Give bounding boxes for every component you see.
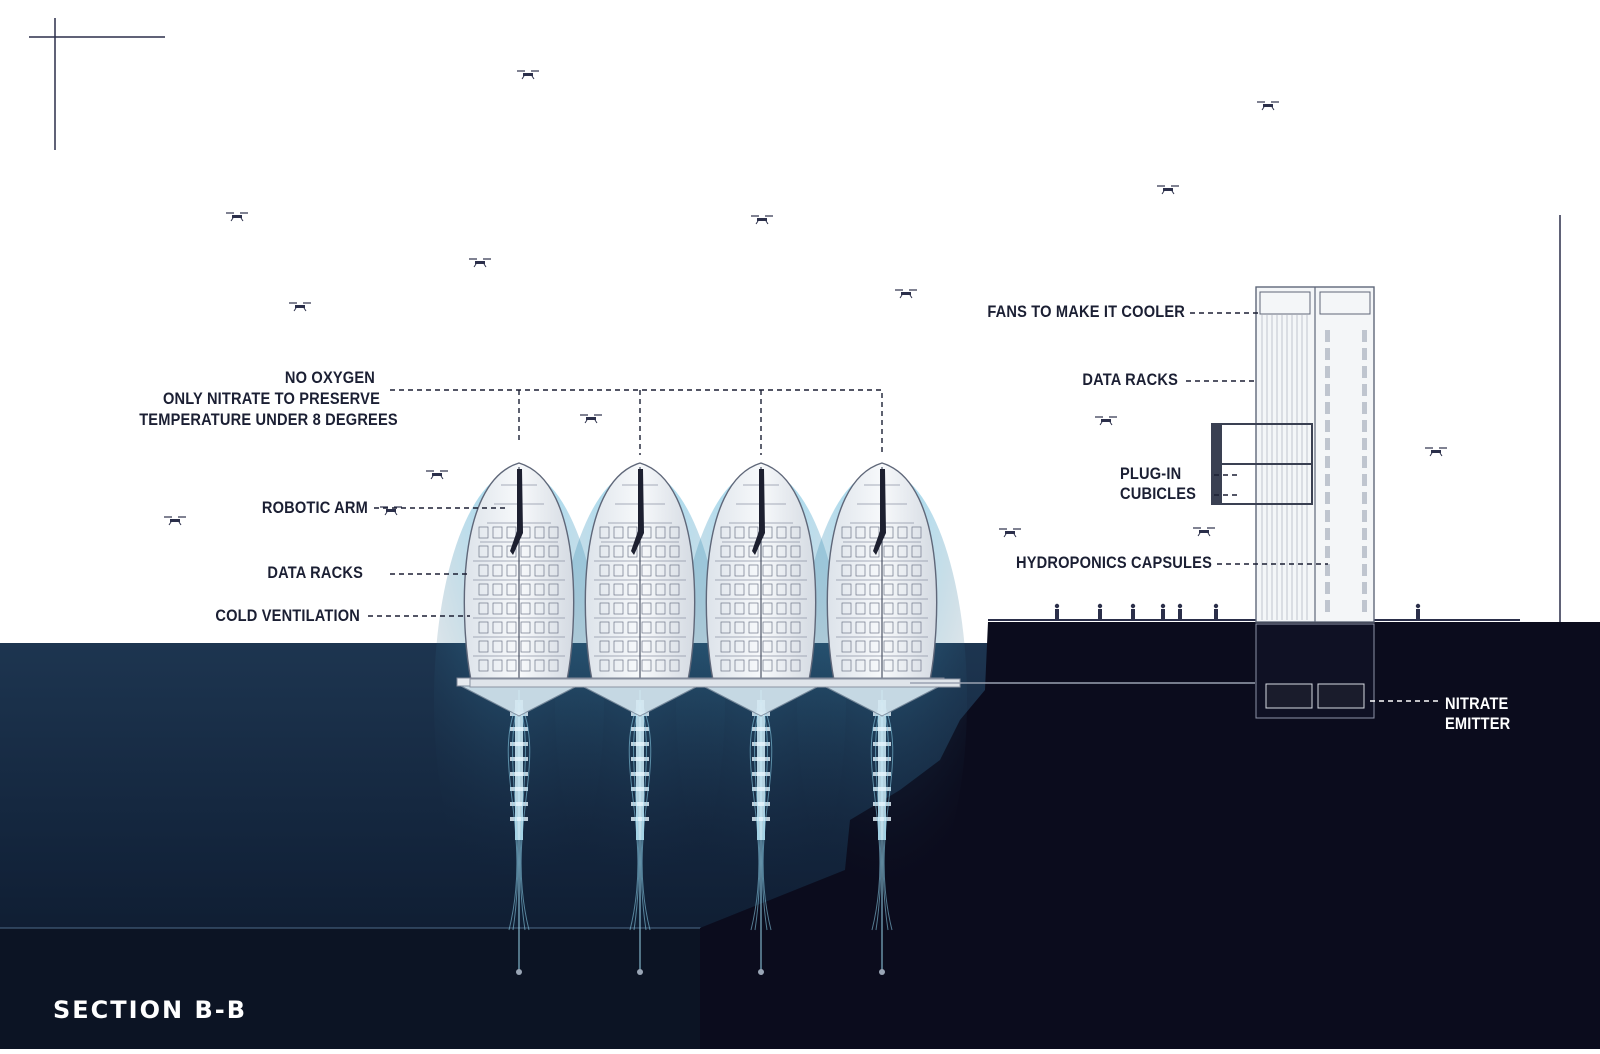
- person-silhouette-icon: [1160, 603, 1166, 620]
- label-hydroponics: HYDROPONICS CAPSULES: [1016, 553, 1212, 572]
- drone-icon: [469, 258, 491, 268]
- label-data-racks-left: DATA RACKS: [267, 563, 363, 582]
- person-silhouette-icon: [1097, 603, 1103, 620]
- label-data-racks-right: DATA RACKS: [1082, 370, 1178, 389]
- label-nitrate-line1: NITRATE: [1445, 694, 1509, 713]
- nitrate-emitter-machine-icon: [1317, 683, 1365, 709]
- capsule-stem: [749, 690, 773, 975]
- drone-icon: [1157, 185, 1179, 195]
- drone-icon: [751, 215, 773, 225]
- fan-unit-icon: [1259, 291, 1311, 315]
- person-silhouette-icon: [1054, 603, 1060, 620]
- drone-icon: [895, 289, 917, 299]
- fan-unit-icon: [1319, 291, 1371, 315]
- drone-icon: [289, 302, 311, 312]
- robotic-arm-icon: [752, 469, 765, 555]
- data-capsule-icon: [698, 462, 824, 717]
- capsule-stem: [507, 690, 531, 975]
- leader-lines: [368, 312, 1438, 702]
- person-silhouette-icon: [1130, 603, 1136, 620]
- drone-icon: [426, 470, 448, 480]
- data-capsule-icon: [819, 462, 945, 717]
- label-plug-in-line1: PLUG-IN: [1120, 464, 1182, 483]
- label-nitrate-line2: EMITTER: [1445, 714, 1511, 733]
- data-capsule-icon: [577, 462, 703, 717]
- capsule-stem: [870, 690, 894, 975]
- label-no-oxygen-line1: NO OXYGEN: [284, 368, 375, 387]
- leader-line: [390, 389, 883, 455]
- section-title: SECTION B-B: [53, 996, 247, 1024]
- label-no-oxygen-line3: TEMPERATURE UNDER 8 DEGREES: [139, 410, 398, 429]
- drone-icon: [1095, 416, 1117, 426]
- drone-icon: [226, 212, 248, 222]
- robotic-arm-icon: [873, 469, 886, 555]
- label-cold-ventilation: COLD VENTILATION: [215, 606, 360, 625]
- capsule-row: [456, 462, 945, 717]
- person-silhouette-icon: [1415, 603, 1421, 620]
- robotic-arm-icon: [631, 469, 644, 555]
- ground-mass: [700, 622, 1600, 1049]
- person-silhouette-icon: [1177, 603, 1183, 620]
- drone-icon: [999, 528, 1021, 538]
- person-silhouette-icon: [1213, 603, 1219, 620]
- label-robotic-arm: ROBOTIC ARM: [261, 498, 368, 517]
- drone-swarm: [164, 70, 1447, 538]
- label-plug-in-line2: CUBICLES: [1120, 484, 1197, 503]
- data-capsule-icon: [456, 462, 582, 717]
- walkway-deck: [469, 678, 961, 688]
- nitrate-emitter-machine-icon: [1265, 683, 1313, 709]
- drone-icon: [517, 70, 539, 80]
- label-no-oxygen-line2: ONLY NITRATE TO PRESERVE: [163, 389, 380, 408]
- drone-icon: [164, 516, 186, 526]
- people-group: [1054, 603, 1421, 620]
- drone-icon: [380, 506, 402, 516]
- drone-icon: [1425, 447, 1447, 457]
- drone-icon: [580, 414, 602, 424]
- hydroponic-tower-icon: [1211, 286, 1375, 709]
- robotic-arm-icon: [510, 469, 523, 555]
- label-fans: FANS TO MAKE IT COOLER: [987, 302, 1185, 321]
- drone-icon: [1193, 527, 1215, 537]
- drone-icon: [1257, 101, 1279, 111]
